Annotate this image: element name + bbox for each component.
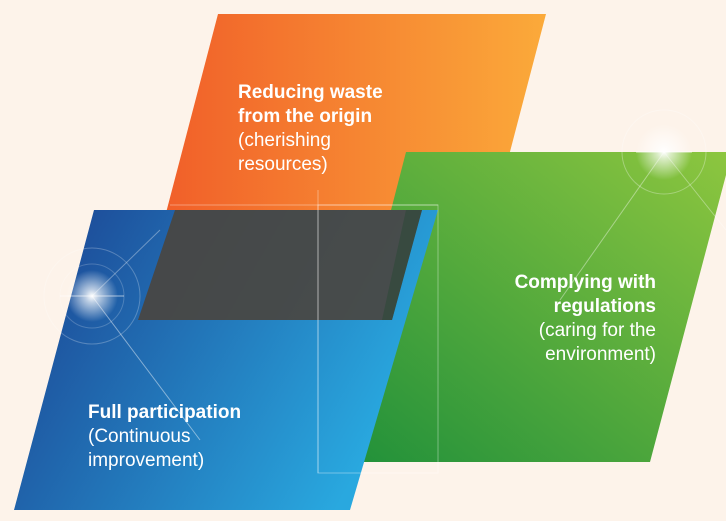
orange-title-line-1: Reducing waste — [238, 82, 383, 103]
guide-lines — [170, 190, 439, 474]
green-panel-label: Complying with regulations (caring for t… — [420, 271, 656, 367]
blue-subtitle-line-1: (Continuous — [88, 426, 191, 447]
orange-title-line-2: from the origin — [238, 106, 373, 127]
orange-subtitle-line-1: (cherishing — [238, 130, 331, 151]
orange-subtitle-line-2: resources) — [238, 154, 328, 175]
blue-panel-label: Full participation (Continuous improveme… — [88, 401, 308, 473]
green-title-line-1: Complying with — [514, 272, 656, 293]
lens-flare-right — [559, 109, 726, 301]
overlap-region-green — [382, 210, 422, 320]
orange-panel-label: Reducing waste from the origin (cherishi… — [238, 81, 438, 177]
green-subtitle-line-1: (caring for the — [538, 320, 656, 341]
blue-title-line-1: Full participation — [88, 402, 242, 423]
blue-subtitle-line-2: improvement) — [88, 450, 205, 471]
green-title-line-2: regulations — [553, 296, 656, 317]
lens-flare-left — [43, 229, 201, 441]
overlap-region — [138, 210, 422, 320]
green-subtitle-line-2: environment) — [545, 344, 656, 365]
